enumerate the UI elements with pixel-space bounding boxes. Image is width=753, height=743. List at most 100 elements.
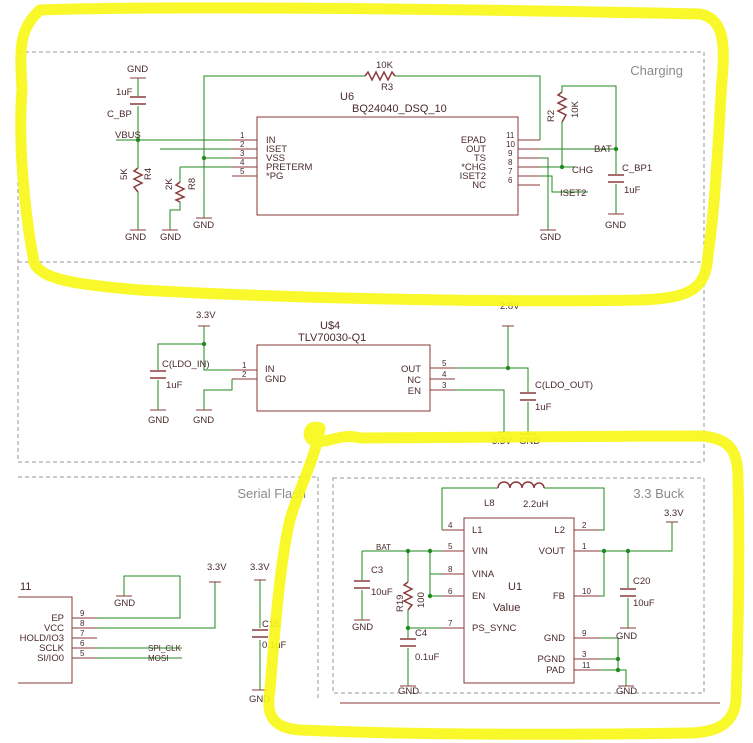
gnd-label: GND xyxy=(193,415,214,426)
u6-pin-label: OUT xyxy=(466,144,486,155)
u6-pin-label: IN xyxy=(266,135,276,146)
junction-dot xyxy=(405,548,411,554)
u6-pin-num: 9 xyxy=(508,149,513,158)
net-label-iset2: ISET2 xyxy=(560,188,586,199)
u6-pin-num: 7 xyxy=(508,167,513,176)
junction-dot xyxy=(625,548,631,554)
svg-text:FB: FB xyxy=(553,591,565,602)
gnd-label: GND xyxy=(605,220,626,231)
net-label-3v3: 3.3V xyxy=(250,562,270,573)
junction-dot xyxy=(559,164,565,170)
c-ldo-in-value: 1uF xyxy=(166,380,183,391)
resistor-r4[interactable] xyxy=(132,167,144,193)
u6-pin-num: 4 xyxy=(240,158,245,167)
junction-dot xyxy=(615,667,621,673)
resistor-r8[interactable] xyxy=(174,181,186,203)
svg-text:3: 3 xyxy=(442,381,447,390)
net-label-2v8: 2.8V xyxy=(500,301,520,312)
net-label-vbus: VBUS xyxy=(115,130,141,141)
flash-wires xyxy=(97,575,261,690)
resistor-r3[interactable] xyxy=(364,70,396,82)
r2-value: 10K xyxy=(570,100,581,118)
svg-text:7: 7 xyxy=(448,619,453,628)
u4-body[interactable] xyxy=(256,344,431,412)
svg-text:5: 5 xyxy=(448,542,453,551)
svg-text:NC: NC xyxy=(407,375,421,386)
svg-text:PAD: PAD xyxy=(546,665,565,676)
junction-dot xyxy=(135,137,141,143)
u6-body[interactable] xyxy=(256,116,519,216)
r2-name: R2 xyxy=(546,110,557,122)
charging-wires xyxy=(116,75,617,230)
svg-text:7: 7 xyxy=(80,629,85,638)
capacitor-c-bp1[interactable] xyxy=(608,174,624,183)
r19-value: 100 xyxy=(416,592,427,608)
flash-body[interactable] xyxy=(18,596,73,684)
svg-text:EN: EN xyxy=(408,386,421,397)
junction-dot xyxy=(601,548,607,554)
svg-text:8: 8 xyxy=(80,619,85,628)
svg-text:8: 8 xyxy=(448,565,453,574)
svg-text:6: 6 xyxy=(448,587,453,596)
r3-name: R3 xyxy=(381,82,393,93)
u6-value: BQ24040_DSQ_10 xyxy=(352,103,447,115)
svg-text:VINA: VINA xyxy=(472,569,495,580)
resistor-r2[interactable] xyxy=(556,91,568,123)
capacitor-c-ldo-in[interactable] xyxy=(150,370,166,379)
svg-text:4: 4 xyxy=(442,370,447,379)
svg-text:OUT: OUT xyxy=(401,364,421,375)
capacitor-c20[interactable] xyxy=(620,588,636,597)
net-label-spi-clk: SPI_CLK xyxy=(148,644,182,653)
u6-name: U6 xyxy=(340,91,354,103)
u6-pin-num: 10 xyxy=(506,140,515,149)
junction-dot xyxy=(427,593,433,599)
capacitor-c-ldo-out[interactable] xyxy=(520,392,536,401)
svg-text:SI/IO0: SI/IO0 xyxy=(37,653,64,664)
u6-pin-label: ISET2 xyxy=(460,171,486,182)
svg-text:2: 2 xyxy=(582,521,587,530)
svg-text:9: 9 xyxy=(582,629,587,638)
capacitor-c4[interactable] xyxy=(400,638,416,647)
r4-value: 5K xyxy=(119,168,130,180)
net-label-mosi: MOSI xyxy=(148,654,168,663)
u1-body[interactable] xyxy=(463,517,575,684)
c-bp-value: 1uF xyxy=(116,87,133,98)
c-bp1-value: 1uF xyxy=(624,185,641,196)
svg-text:5: 5 xyxy=(80,649,85,658)
junction-dot xyxy=(405,625,411,631)
gnd-label: GND xyxy=(148,415,169,426)
junction-dot xyxy=(505,365,511,371)
ldo-wires xyxy=(157,326,529,434)
u6-pin-num: 8 xyxy=(508,158,513,167)
svg-text:L1: L1 xyxy=(472,525,483,536)
net-label-chg: CHG xyxy=(572,165,593,176)
svg-text:VIN: VIN xyxy=(472,546,488,557)
highlight-buck xyxy=(263,421,745,740)
c3-name: C3 xyxy=(371,565,383,576)
u6-pin-label: TS xyxy=(474,153,486,164)
gnd-label: GND xyxy=(540,232,561,243)
net-label-bat-small: BAT xyxy=(376,543,391,552)
capacitor-c-bp[interactable] xyxy=(130,77,146,105)
gnd-label: GND xyxy=(398,686,419,697)
svg-text:GND: GND xyxy=(265,374,286,385)
c20-value: 10uF xyxy=(633,598,655,609)
inductor-l8[interactable] xyxy=(497,481,545,489)
r8-value: 2K xyxy=(164,178,175,190)
svg-text:2: 2 xyxy=(242,370,247,379)
u4-pins: 1 2 IN GND 5 4 3 OUT NC EN xyxy=(232,359,455,397)
r8-name: R8 xyxy=(187,178,198,190)
l8-name: L8 xyxy=(484,498,495,509)
c20-name: C20 xyxy=(633,576,650,587)
svg-text:HOLD/IO3: HOLD/IO3 xyxy=(20,633,64,644)
capacitor-c3[interactable] xyxy=(354,580,370,589)
section-title-charging: Charging xyxy=(630,63,683,78)
c-ldo-in-name: C(LDO_IN) xyxy=(162,359,210,370)
svg-text:VOUT: VOUT xyxy=(539,546,566,557)
r3-value: 10K xyxy=(376,60,394,71)
capacitor-c16[interactable] xyxy=(252,629,268,638)
gnd-label: GND xyxy=(616,631,637,642)
section-title-serial-flash: Serial Flash xyxy=(237,486,306,501)
resistor-r19[interactable] xyxy=(402,581,414,611)
